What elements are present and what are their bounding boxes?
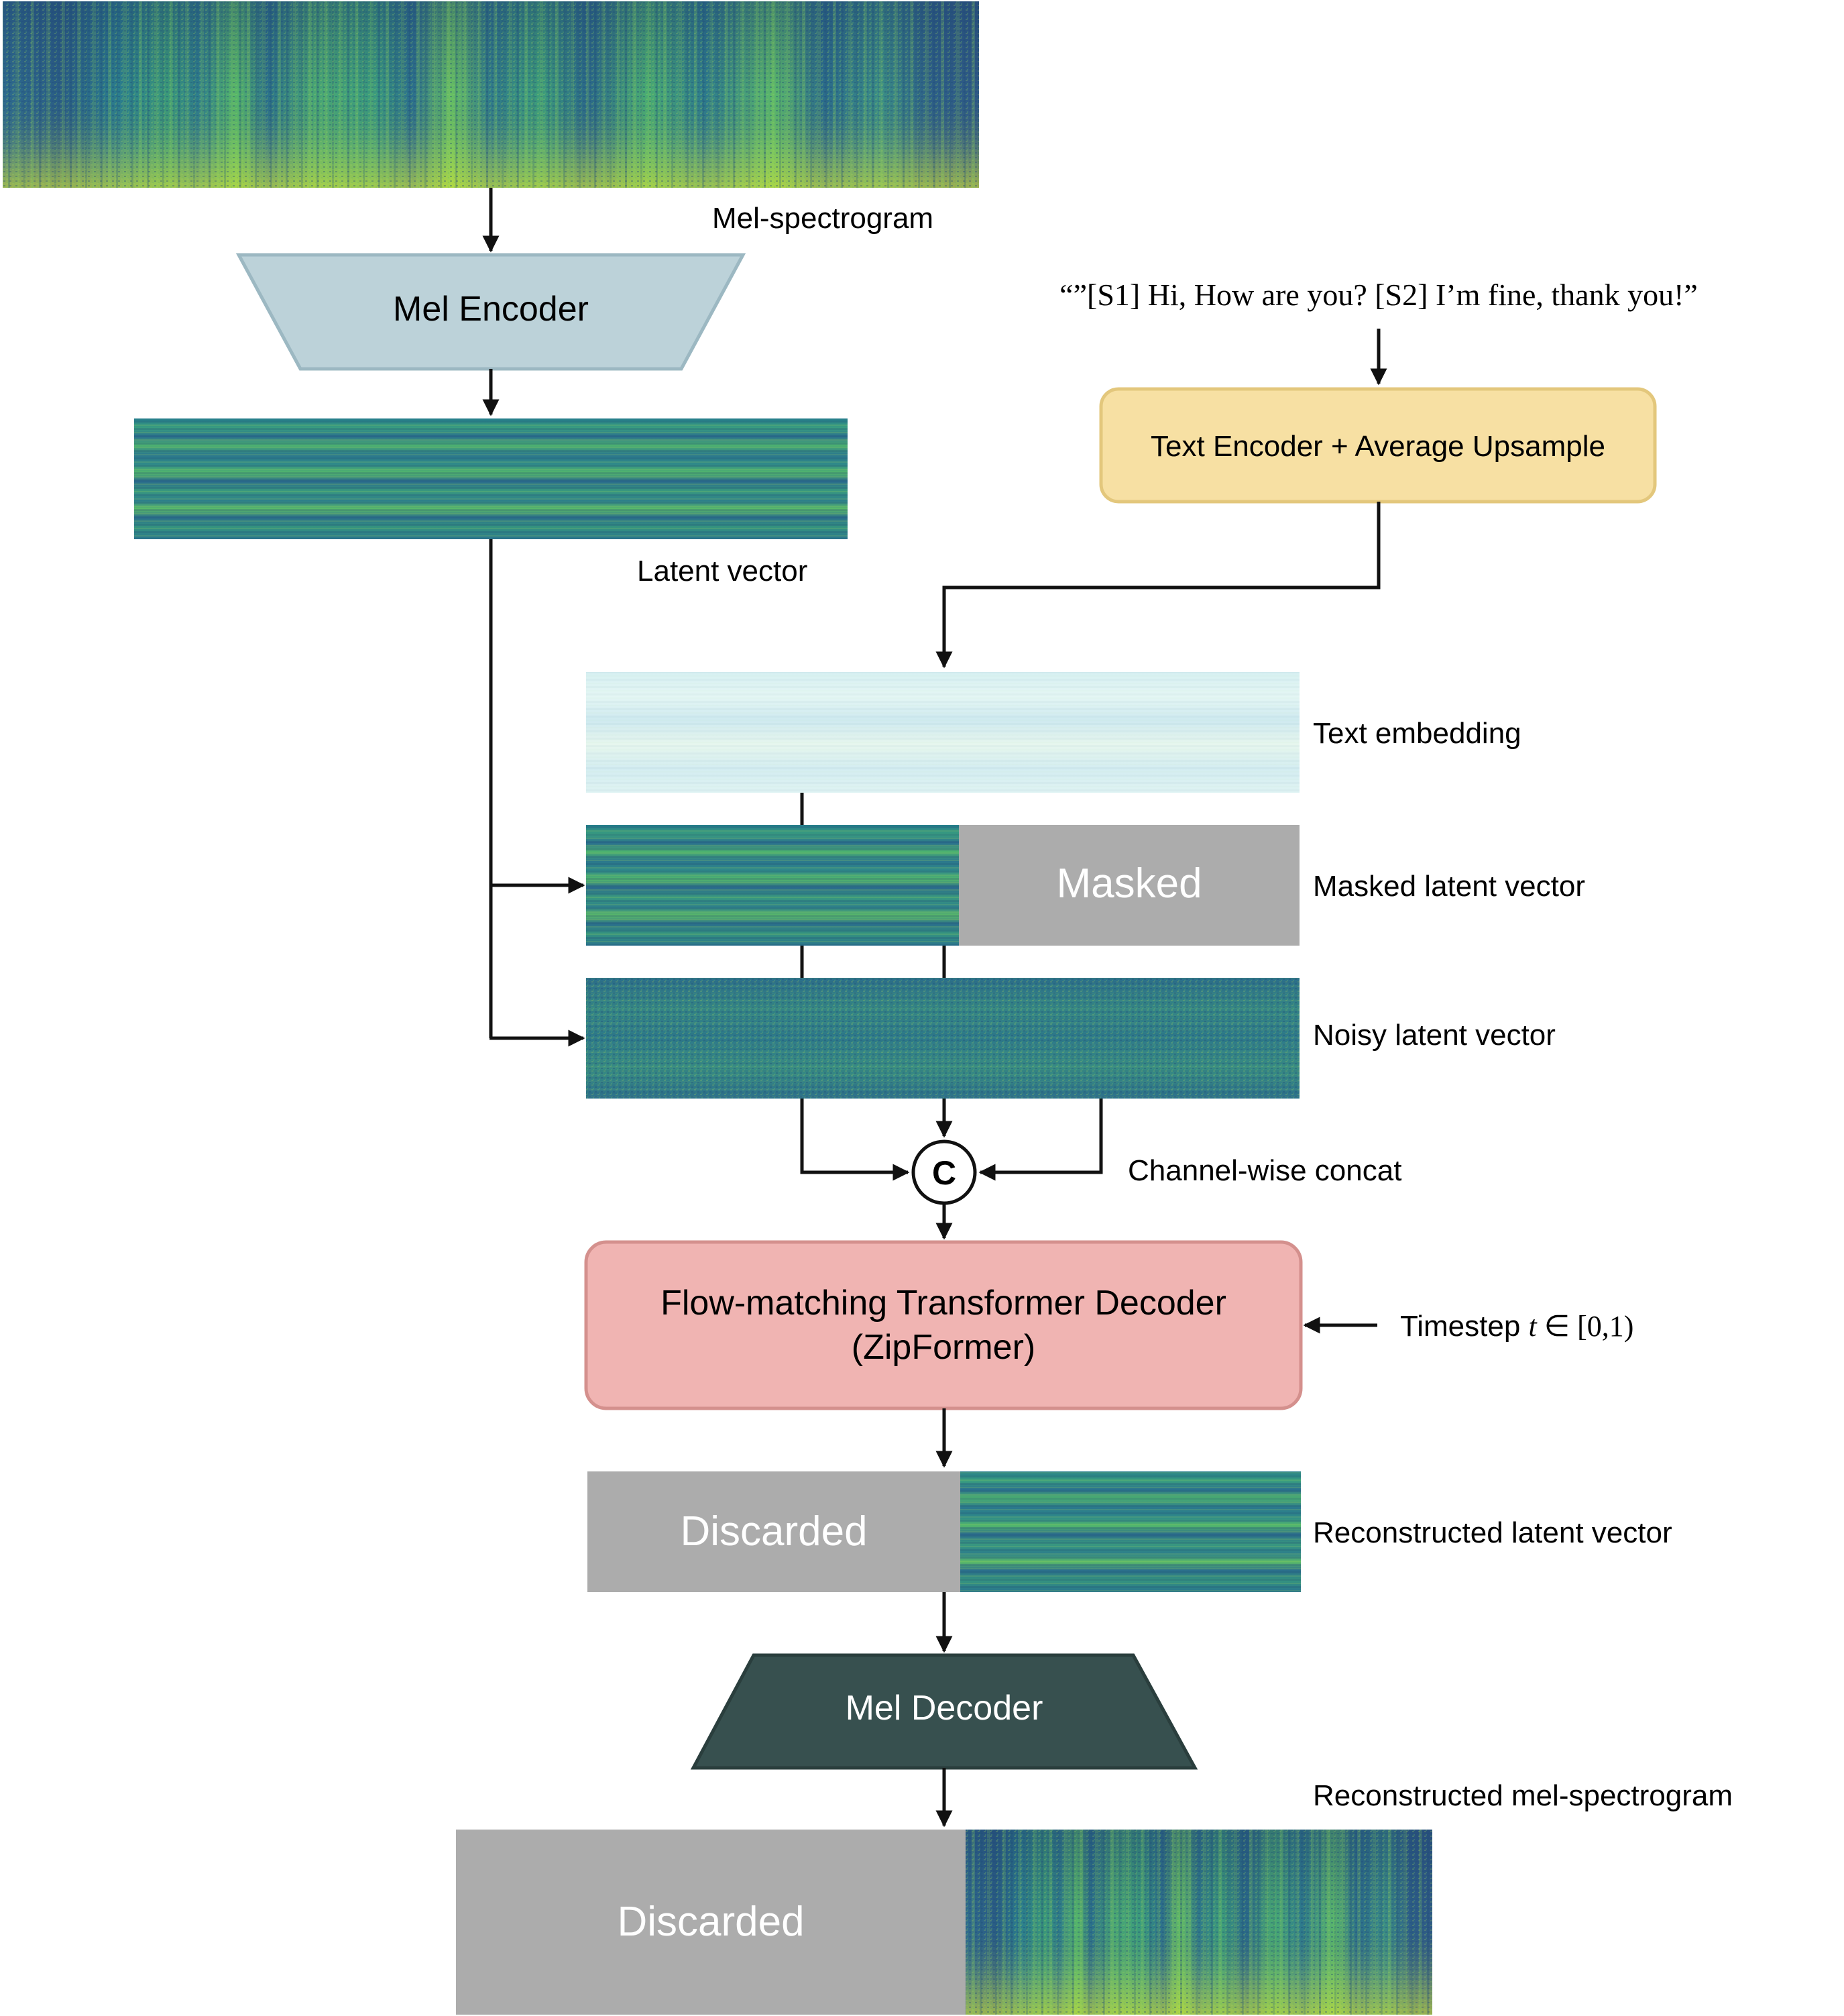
noisy-latent-label: Noisy latent vector [1313,1019,1556,1052]
reconstructed-mel-spectrogram [456,1830,1432,2015]
latent-vector [134,418,848,539]
concat-label: Channel-wise concat [1128,1154,1401,1187]
timestep-label: Timestep t ∈ [0,1) [1400,1310,1633,1343]
recon-latent-discarded-text: Discarded [680,1508,867,1555]
masked-text: Masked [1056,860,1202,907]
recon-latent-label: Reconstructed latent vector [1313,1516,1672,1549]
arrow-encoder-to-embedding [935,502,1381,669]
decoder-line1: Flow-matching Transformer Decoder [660,1284,1226,1323]
arrow-left-to-concat [800,1099,910,1181]
text-embedding [586,672,1300,793]
masked-latent-vector [586,825,1300,946]
mel-spectrogram-label: Mel-spectrogram [712,202,933,235]
reconstructed-latent-vector [587,1471,1301,1592]
mel-decoder-label: Mel Decoder [846,1689,1043,1728]
recon-mel-discarded-region [456,1830,966,2015]
text-input: “”[S1] Hi, How are you? [S2] I’m fine, t… [1059,278,1698,312]
mel-decoder-block [690,1653,1198,1770]
mel-encoder-block [235,253,746,371]
noisy-latent-vector [586,978,1300,1099]
concat-symbol: C [932,1154,956,1192]
mel-encoder-label: Mel Encoder [393,290,589,329]
recon-latent-discarded-region [587,1471,960,1592]
masked-region [959,825,1300,946]
top-mel-spectrogram [3,1,979,188]
masked-latent-label: Masked latent vector [1313,870,1585,903]
latent-vector-label: Latent vector [637,555,807,587]
arrow-right-to-concat [978,1099,1103,1181]
flow-matching-decoder-block [584,1240,1303,1410]
recon-mel-discarded-text: Discarded [617,1899,804,1945]
text-embedding-label: Text embedding [1313,717,1521,750]
recon-mel-label: Reconstructed mel-spectrogram [1313,1779,1733,1812]
decoder-line2: (ZipFormer) [852,1328,1035,1367]
text-encoder-label: Text Encoder + Average Upsample [1151,430,1605,463]
